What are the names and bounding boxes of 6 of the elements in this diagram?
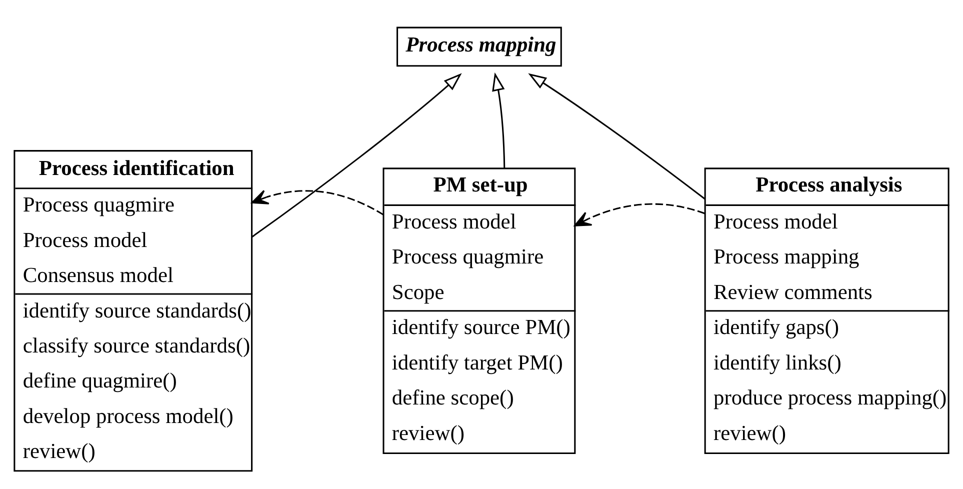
node-box: Process mapping [396, 26, 562, 66]
arrow [528, 72, 706, 200]
arrow [251, 189, 384, 215]
arrow [492, 72, 506, 168]
arrow [574, 202, 706, 226]
arrow [251, 72, 462, 238]
